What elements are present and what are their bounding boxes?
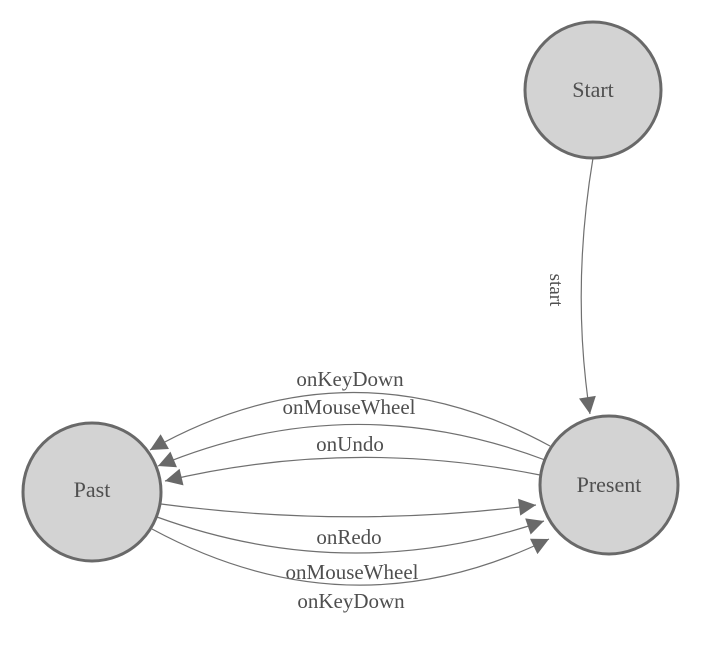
- edge-label-onundo: onUndo: [316, 432, 384, 456]
- edge-past-to-present-onredo: [160, 498, 537, 518]
- edges: start onKeyDown onMouseWheel onUndo onRe…: [149, 157, 596, 613]
- edge-label-onmousewheel-bottom: onMouseWheel: [286, 560, 419, 584]
- edge-present-to-past-onmousewheel: [157, 423, 546, 468]
- node-present-label: Present: [577, 472, 642, 497]
- edge-label-start: start: [545, 274, 566, 307]
- node-present-circle: [538, 414, 680, 556]
- node-past-label: Past: [74, 477, 111, 502]
- edge-label-onkeydown-bottom: onKeyDown: [297, 589, 405, 613]
- node-start: Start: [523, 20, 663, 160]
- edge-present-to-past-onundo: [164, 456, 541, 486]
- edge-label-onredo: onRedo: [316, 525, 381, 549]
- edge-past-to-present-onkeydown: [151, 528, 550, 586]
- node-start-circle: [523, 20, 663, 160]
- edge-start-to-present: [579, 157, 596, 415]
- node-past-circle: [21, 421, 163, 563]
- edge-label-onmousewheel-top: onMouseWheel: [283, 395, 416, 419]
- node-past: Past: [21, 421, 163, 563]
- node-present: Present: [538, 414, 680, 556]
- node-start-label: Start: [572, 77, 614, 102]
- edge-label-onkeydown-top: onKeyDown: [296, 367, 404, 391]
- edge-present-to-past-onkeydown: [149, 391, 551, 451]
- edge-past-to-present-onmousewheel: [156, 516, 545, 554]
